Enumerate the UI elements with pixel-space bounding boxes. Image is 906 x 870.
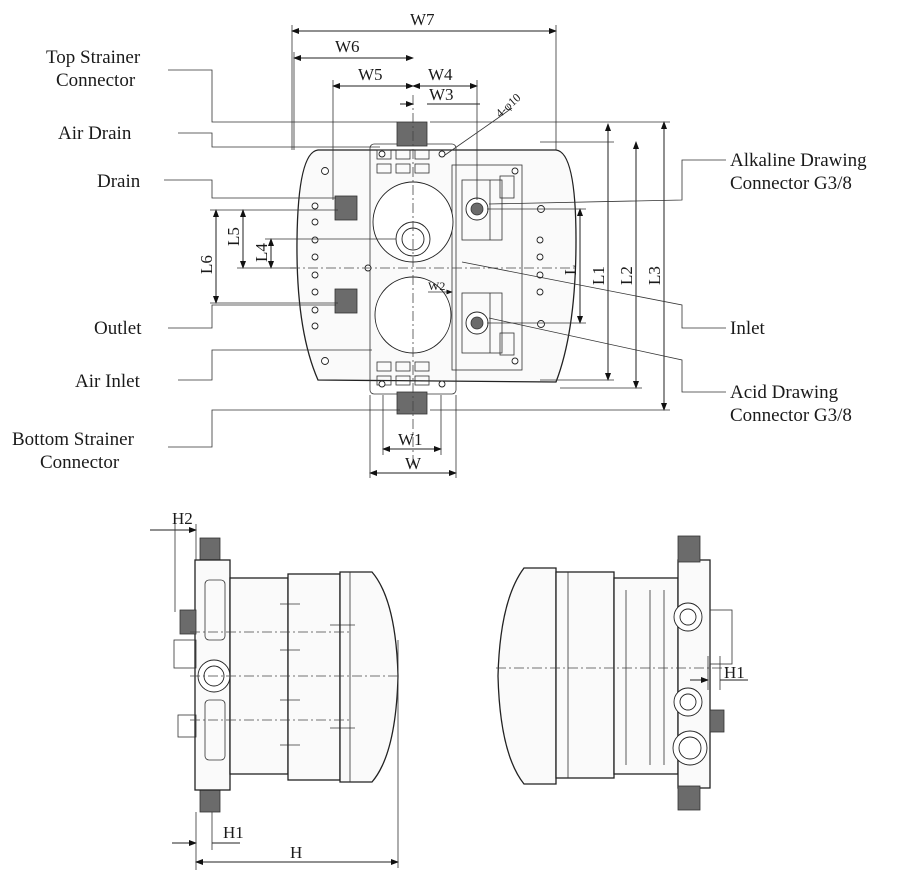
- left-cylinder: [287, 573, 341, 781]
- dim-l6: L6: [197, 255, 216, 274]
- dim-w5: W5: [358, 65, 383, 84]
- label-bottom-strainer-1: Bottom Strainer: [12, 429, 135, 450]
- left-bottom-connector: [199, 789, 221, 813]
- right-cylinder: [555, 571, 615, 779]
- leader-bottom-strainer: [168, 409, 400, 448]
- side-view-right: [496, 535, 748, 811]
- top-slots: [376, 149, 430, 174]
- dim-h1-left: H1: [223, 823, 244, 842]
- left-fitting-upper: [179, 609, 197, 635]
- drain-block: [334, 195, 358, 221]
- dim-w1: W1: [398, 430, 423, 449]
- dim-h: H: [290, 843, 302, 862]
- dim-w3: W3: [429, 85, 454, 104]
- dim-w: W: [405, 454, 422, 473]
- label-air-drain: Air Drain: [58, 123, 132, 144]
- right-bottom-connector: [677, 785, 701, 811]
- label-bottom-strainer-2: Connector: [40, 452, 120, 473]
- leader-alkaline: [488, 159, 726, 205]
- outlet-block: [334, 288, 358, 314]
- label-acid-1: Acid Drawing: [730, 382, 839, 403]
- leader-drain: [164, 179, 336, 199]
- left-top-connector: [199, 537, 221, 561]
- label-air-inlet: Air Inlet: [75, 371, 141, 392]
- right-bolts: [625, 590, 665, 765]
- dim-w4: W4: [428, 65, 453, 84]
- leader-outlet: [168, 304, 336, 329]
- right-fitting-upper: [709, 609, 733, 665]
- dim-holes: 4-φ10: [493, 90, 524, 120]
- label-alkaline-1: Alkaline Drawing: [730, 150, 867, 171]
- leader-acid: [488, 317, 726, 393]
- left-dome: [339, 571, 399, 783]
- bolt-holes: [311, 150, 545, 388]
- acid-connector-core: [470, 316, 484, 330]
- left-fitting-mid: [173, 639, 197, 669]
- dim-l5: L5: [224, 227, 243, 246]
- dim-h2: H2: [172, 509, 193, 528]
- dim-l: L: [561, 265, 580, 275]
- top-view: [164, 25, 726, 478]
- dim-l2: L2: [617, 266, 636, 285]
- dim-w2: W2: [428, 279, 445, 293]
- label-outlet: Outlet: [94, 318, 142, 339]
- dim-l1: L1: [589, 266, 608, 285]
- leader-air-drain: [178, 132, 380, 148]
- dim-h1-right: H1: [724, 663, 745, 682]
- label-drain: Drain: [97, 171, 141, 192]
- right-dome: [497, 567, 557, 785]
- label-alkaline-2: Connector G3/8: [730, 173, 852, 194]
- label-top-strainer-1: Top Strainer: [46, 47, 141, 68]
- dim-w6: W6: [335, 37, 360, 56]
- alkaline-connector-core: [470, 202, 484, 216]
- top-strainer-connector-block: [396, 121, 428, 147]
- leader-air-inlet: [178, 349, 372, 381]
- dim-l3: L3: [645, 266, 664, 285]
- bottom-strainer-connector-block: [396, 391, 428, 415]
- outer-housing: [296, 149, 577, 383]
- label-top-strainer-2: Connector: [56, 70, 136, 91]
- left-fitting-lower: [177, 714, 197, 738]
- left-bolts: [280, 603, 355, 746]
- right-body: [613, 577, 679, 775]
- dim-w7: W7: [410, 10, 435, 29]
- label-acid-2: Connector G3/8: [730, 405, 852, 426]
- leader-top-strainer: [168, 69, 397, 123]
- leader-inlet: [461, 261, 726, 329]
- bottom-slots: [376, 361, 430, 386]
- right-top-connector: [677, 535, 701, 563]
- side-view-left: [150, 524, 400, 870]
- label-inlet: Inlet: [730, 318, 766, 339]
- right-plate: [451, 164, 523, 371]
- dim-l4: L4: [252, 243, 271, 262]
- right-fitting-lower: [709, 709, 725, 733]
- holes-leader: [444, 117, 499, 156]
